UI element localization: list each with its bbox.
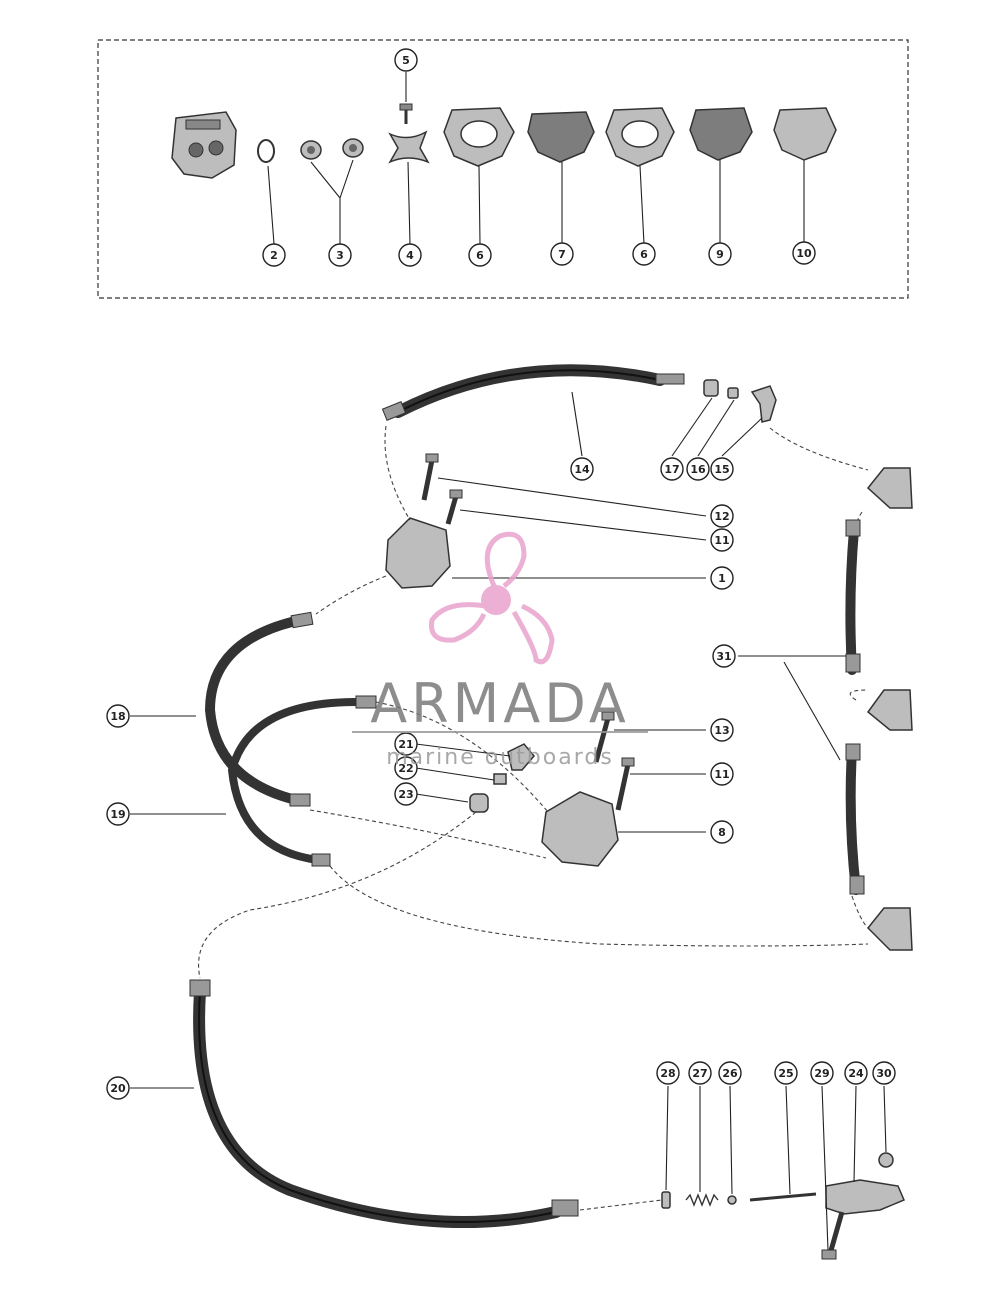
callout-number: 15: [714, 463, 729, 476]
callout-number: 9: [716, 248, 724, 261]
propeller-logo: [428, 531, 555, 665]
callout-c29: 29: [810, 1061, 834, 1085]
main-assembly: [130, 364, 913, 1260]
fuel-hose-20: [189, 979, 579, 1229]
callout-number: 10: [796, 247, 812, 260]
callout-number: 17: [664, 463, 679, 476]
callout-number: 16: [690, 463, 706, 476]
callout-number: 27: [692, 1067, 707, 1080]
callout-number: 14: [574, 463, 590, 476]
fuel-hose-14: [381, 364, 685, 421]
diaphragm-part-2: [689, 107, 753, 161]
callout-number: 29: [814, 1067, 829, 1080]
callout-number: 6: [640, 248, 648, 261]
callout-c10: 10: [792, 241, 816, 265]
callout-c1: 1: [710, 566, 734, 590]
callout-number: 4: [406, 249, 414, 262]
callout-number: 31: [716, 650, 731, 663]
callout-number: 6: [476, 249, 484, 262]
callout-number: 11: [714, 534, 729, 547]
callout-c23: 23: [394, 782, 418, 806]
callout-number: 7: [558, 248, 566, 261]
valve-retainer-part: [388, 103, 430, 164]
gasket-part: [443, 107, 515, 167]
callout-c22: 22: [394, 756, 418, 780]
callout-c5: 5: [394, 48, 418, 72]
callout-number: 21: [398, 738, 413, 751]
callout-c15: 15: [710, 457, 734, 481]
callout-c14: 14: [570, 457, 594, 481]
callout-number: 13: [714, 724, 729, 737]
callout-number: 12: [714, 510, 729, 523]
callout-number: 25: [778, 1067, 793, 1080]
callout-c16: 16: [686, 457, 710, 481]
callout-c6a: 6: [468, 243, 492, 267]
callout-number: 24: [848, 1067, 864, 1080]
callout-number: 26: [722, 1067, 738, 1080]
callout-c21: 21: [394, 732, 418, 756]
callout-c11a: 11: [710, 528, 734, 552]
callout-c8: 8: [710, 820, 734, 844]
callout-c12: 12: [710, 504, 734, 528]
callout-c2: 2: [262, 243, 286, 267]
callout-number: 18: [110, 710, 125, 723]
callout-c4: 4: [398, 243, 422, 267]
cover-part: [773, 107, 837, 161]
fuel-connector-parts: [661, 1152, 905, 1260]
diaphragm-part: [527, 111, 595, 163]
callout-c7: 7: [550, 242, 574, 266]
callout-c20: 20: [106, 1076, 130, 1100]
carburetor-fittings: [866, 467, 913, 951]
callout-c28: 28: [656, 1061, 680, 1085]
callout-c27: 27: [688, 1061, 712, 1085]
callout-number: 28: [660, 1067, 675, 1080]
brand-name: ARMADA: [370, 672, 630, 735]
pump-cover-8: [541, 791, 619, 867]
callout-c18: 18: [106, 704, 130, 728]
gasket-part-2: [605, 107, 675, 167]
fuel-hoses-18-19: [204, 611, 377, 867]
parts-inset-box: [97, 39, 909, 299]
callout-number: 5: [402, 54, 410, 67]
callout-number: 30: [876, 1067, 892, 1080]
callout-c11b: 11: [710, 762, 734, 786]
callout-c9: 9: [708, 242, 732, 266]
callout-number: 19: [110, 808, 125, 821]
check-valve-parts: [300, 138, 364, 160]
armada-watermark: ARMADA marine outboards: [352, 531, 648, 770]
fuel-hoses-31: [845, 519, 865, 895]
callout-number: 1: [718, 572, 726, 585]
callout-c26: 26: [718, 1061, 742, 1085]
brand-tagline: marine outboards: [386, 745, 614, 770]
callout-number: 23: [398, 788, 413, 801]
pump-cover-1: [385, 517, 451, 589]
callout-c30: 30: [872, 1061, 896, 1085]
callout-c31: 31: [712, 644, 736, 668]
o-ring-part: [257, 139, 275, 163]
callout-number: 3: [336, 249, 344, 262]
callout-number: 11: [714, 768, 729, 781]
callout-c25: 25: [774, 1061, 798, 1085]
callout-c13: 13: [710, 718, 734, 742]
callout-number: 8: [718, 826, 726, 839]
callout-c6b: 6: [632, 242, 656, 266]
callout-c24: 24: [844, 1061, 868, 1085]
callout-c19: 19: [106, 802, 130, 826]
callout-number: 20: [110, 1082, 126, 1095]
callout-number: 22: [398, 762, 413, 775]
pump-base-part: [171, 111, 237, 179]
fitting-parts-15-17: [703, 379, 777, 423]
callout-c17: 17: [660, 457, 684, 481]
callout-number: 2: [270, 249, 278, 262]
callout-c3: 3: [328, 243, 352, 267]
